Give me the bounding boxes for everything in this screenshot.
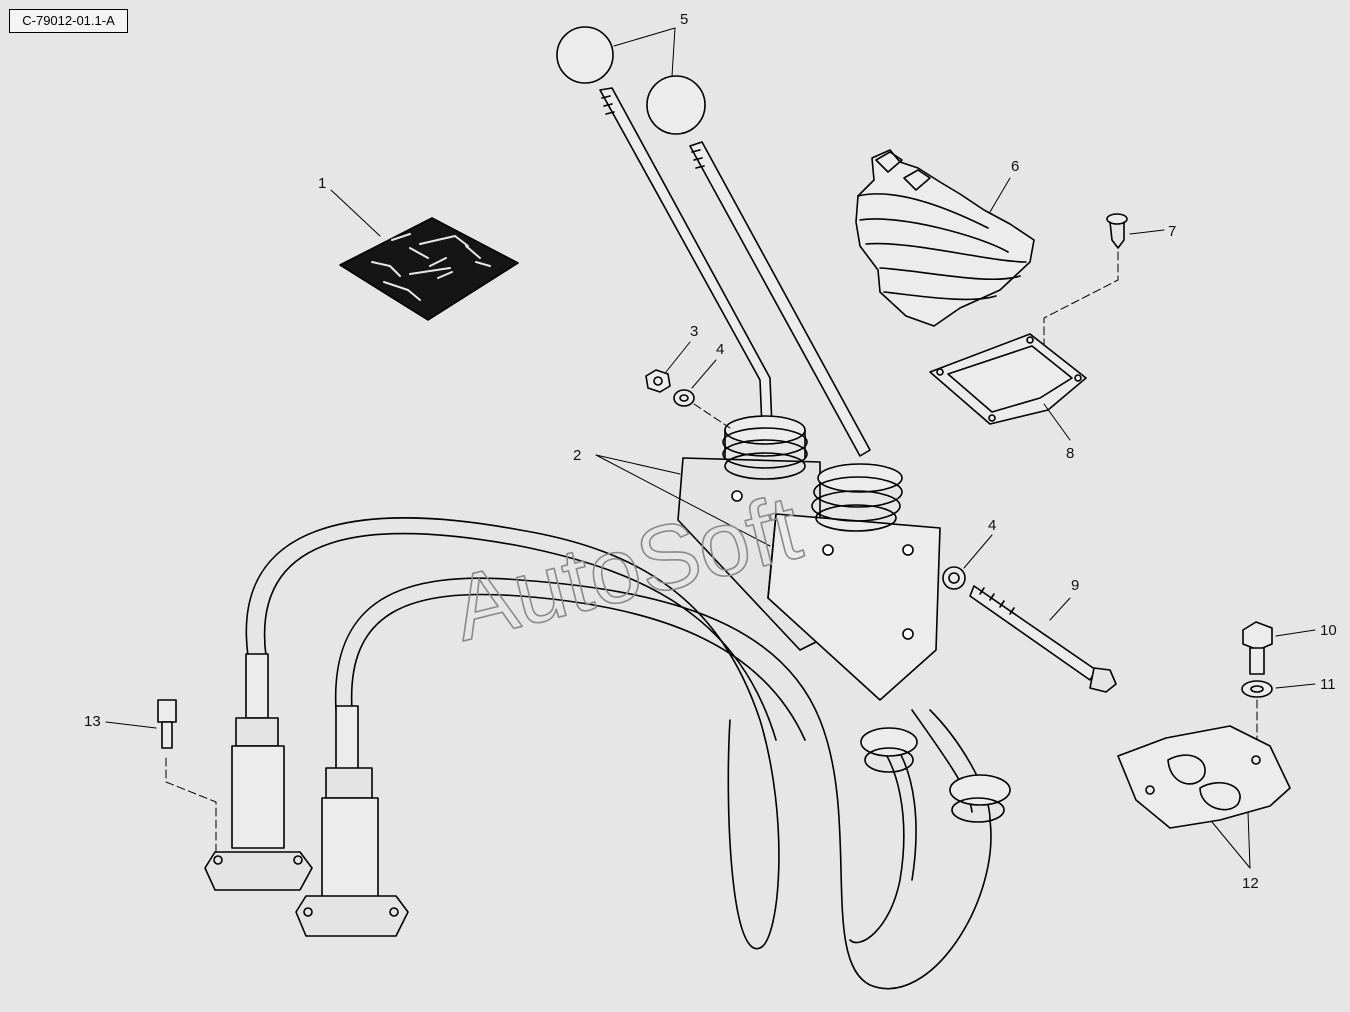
part-7-screw — [1106, 213, 1128, 249]
part-5-knobs — [556, 26, 706, 135]
part-3-nut — [645, 369, 671, 393]
callout-4-top: 4 — [716, 341, 724, 358]
callout-13: 13 — [84, 713, 101, 730]
control-levers — [599, 87, 871, 457]
callout-1: 1 — [318, 175, 326, 192]
callout-7: 7 — [1168, 223, 1176, 240]
callout-2: 2 — [573, 447, 581, 464]
part-8-plate — [929, 333, 1087, 425]
callout-5: 5 — [680, 11, 688, 28]
part-4-washer-side — [942, 566, 966, 590]
assembly-line-7 — [1043, 251, 1119, 353]
hose-fittings — [204, 653, 409, 937]
part-10-bolt — [1242, 621, 1273, 675]
callout-4-side: 4 — [988, 517, 996, 534]
watermark: AutoSoft — [443, 476, 810, 660]
part-4-washer-top — [673, 389, 695, 407]
callout-6: 6 — [1011, 158, 1019, 175]
callout-11: 11 — [1320, 676, 1336, 693]
part-1-decal — [339, 217, 519, 321]
callout-leaders — [105, 27, 1316, 869]
callout-10: 10 — [1320, 622, 1337, 639]
part-9-long-bolt — [969, 585, 1117, 693]
part-13-cap-screw — [157, 699, 177, 749]
part-12-mount-plate — [1117, 725, 1291, 829]
part-6-boots — [855, 149, 1035, 327]
callout-numbers: 1 2 3 4 4 5 6 7 8 9 10 11 12 13 — [84, 11, 1337, 892]
reference-code-label: C-79012-01.1-A — [9, 9, 128, 33]
callout-12: 12 — [1242, 875, 1259, 892]
assembly-line-13 — [165, 757, 217, 855]
part-11-washer — [1241, 680, 1273, 698]
part-2-control-valves — [677, 415, 941, 701]
hydraulic-hoses — [245, 517, 1011, 990]
assembly-line-3 — [693, 403, 731, 429]
callout-8: 8 — [1066, 445, 1074, 462]
callout-9: 9 — [1071, 577, 1079, 594]
callout-3: 3 — [690, 323, 698, 340]
